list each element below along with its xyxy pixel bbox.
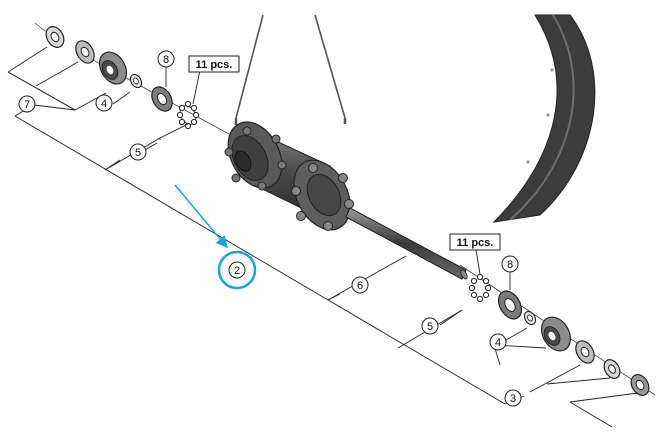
cone-left <box>98 51 128 85</box>
rim-segment <box>492 14 596 223</box>
callout-8-bottom: 8 <box>501 255 519 273</box>
svg-text:3: 3 <box>510 393 516 405</box>
end-cap-right-inner <box>575 340 595 364</box>
leader-lines <box>7 46 639 428</box>
callout-4-bottom: 4 <box>489 333 507 351</box>
highlight-arrow <box>174 184 228 249</box>
svg-text:11 pcs.: 11 pcs. <box>457 237 494 249</box>
svg-text:5: 5 <box>135 147 141 159</box>
small-washer-left <box>129 73 143 89</box>
callout-4-top: 4 <box>95 94 113 112</box>
qty-label-bottom: 11 pcs. <box>449 233 501 251</box>
callout-3: 3 <box>504 389 522 407</box>
spokes <box>234 14 347 125</box>
callout-7: 7 <box>18 95 36 113</box>
svg-text:4: 4 <box>101 98 107 110</box>
highlight-ring <box>217 250 257 290</box>
svg-text:4: 4 <box>495 337 501 349</box>
end-cap-right-outer <box>630 374 650 396</box>
svg-text:11 pcs.: 11 pcs. <box>196 59 233 71</box>
end-cap-right-middle <box>603 359 621 379</box>
svg-text:8: 8 <box>507 259 513 271</box>
callout-6: 6 <box>351 276 369 294</box>
callout-5-top: 5 <box>129 143 147 161</box>
svg-text:2: 2 <box>234 265 240 277</box>
svg-text:6: 6 <box>357 280 363 292</box>
svg-text:7: 7 <box>24 99 30 111</box>
ball-bearings-right <box>468 273 492 303</box>
end-cap-left-inner <box>75 40 95 64</box>
callout-8-top: 8 <box>157 50 175 68</box>
ball-bearings-left <box>176 100 200 130</box>
hub-shell <box>224 121 354 231</box>
seal-ring-right <box>497 290 523 320</box>
end-cap-left-outer <box>45 26 65 48</box>
callout-5-bottom: 5 <box>421 317 439 335</box>
svg-text:5: 5 <box>427 321 433 333</box>
cone-right <box>540 316 572 352</box>
svg-text:8: 8 <box>163 54 169 66</box>
seal-ring-left <box>151 86 173 112</box>
small-washer-right <box>523 310 537 326</box>
qty-label-top: 11 pcs. <box>188 55 240 73</box>
callout-2: 2 <box>228 261 246 279</box>
axle <box>345 207 468 280</box>
